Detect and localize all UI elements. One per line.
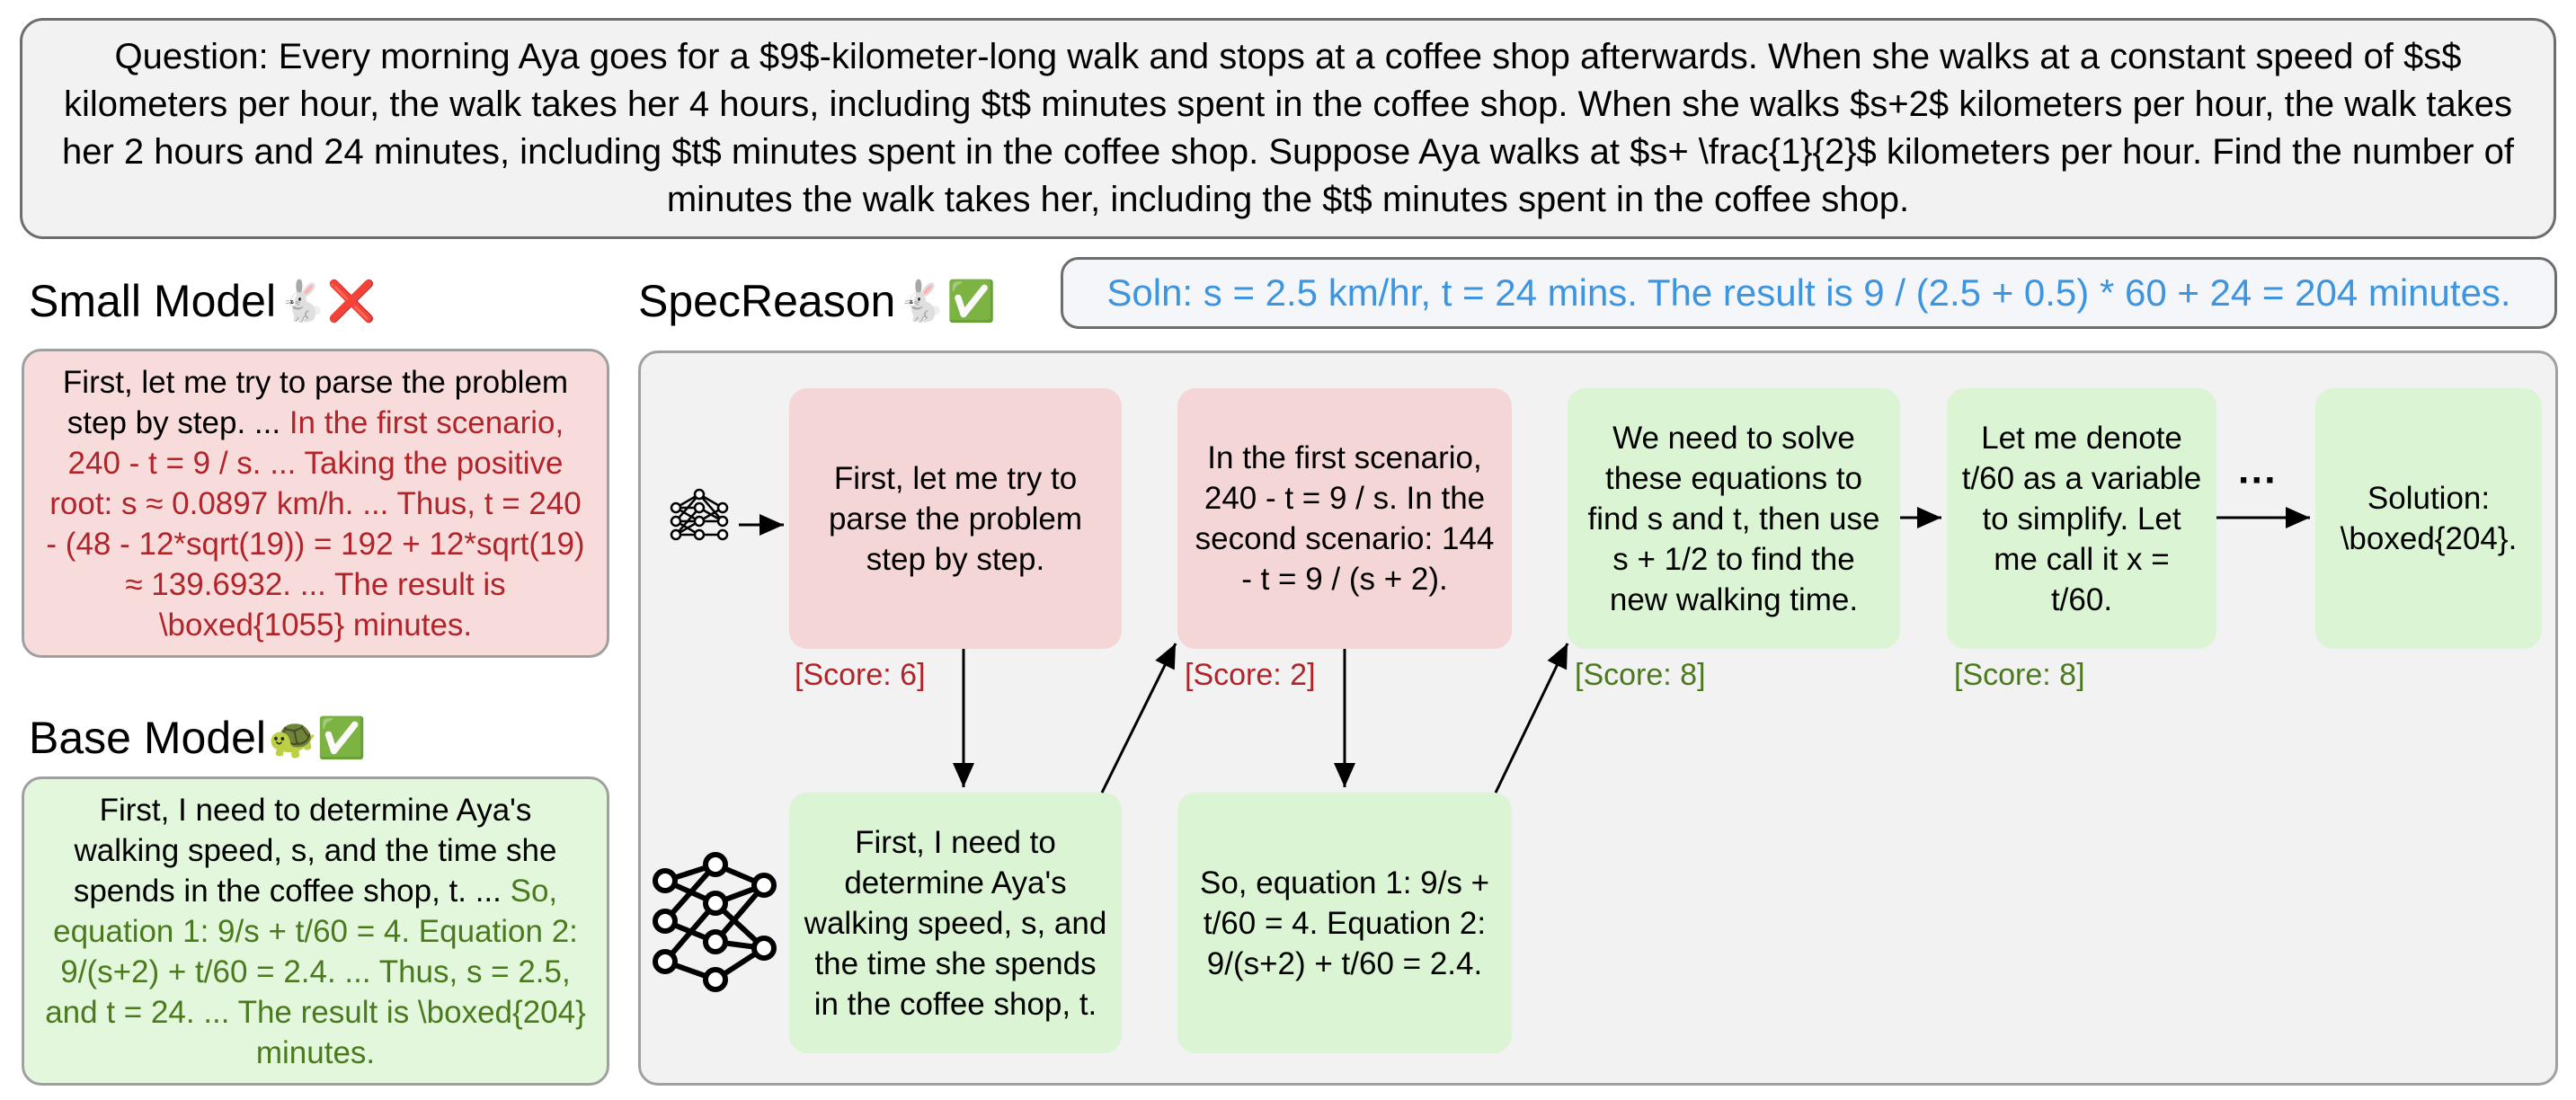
specreason-title: SpecReason <box>638 276 896 326</box>
small-model-box: First, let me try to parse the problem s… <box>22 349 609 658</box>
small-step-4-text: Let me denote t/60 as a variable to simp… <box>1961 420 2202 617</box>
small-model-network-icon <box>670 488 729 541</box>
small-step-node-3: We need to solve these equations to find… <box>1568 388 1900 649</box>
base-model-box: First, I need to determine Aya's walking… <box>22 776 609 1086</box>
score-label-4: [Score: 8] <box>1954 658 2085 692</box>
turtle-check-icon: 🐢✅ <box>268 715 367 761</box>
question-text: Question: Every morning Aya goes for a $… <box>61 37 2514 219</box>
base-model-heading: Base Model 🐢✅ <box>29 712 367 764</box>
base-step-node-2: So, equation 1: 9/s + t/60 = 4. Equation… <box>1177 793 1512 1053</box>
small-model-heading: Small Model 🐇❌ <box>29 275 377 327</box>
ellipsis-marker: ··· <box>2238 458 2278 502</box>
base-model-title: Base Model <box>29 713 267 763</box>
small-step-node-4: Let me denote t/60 as a variable to simp… <box>1947 388 2216 649</box>
base-model-text-plain: First, I need to determine Aya's walking… <box>73 792 557 909</box>
solution-node-text: Solution: \boxed{204}. <box>2340 481 2518 556</box>
small-model-output: First, let me try to parse the problem s… <box>44 362 587 645</box>
solution-node: Solution: \boxed{204}. <box>2315 388 2542 649</box>
small-model-title: Small Model <box>29 276 277 326</box>
solution-banner: Soln: s = 2.5 km/hr, t = 24 mins. The re… <box>1061 257 2557 329</box>
base-step-2-text: So, equation 1: 9/s + t/60 = 4. Equation… <box>1199 865 1490 981</box>
small-step-2-text: In the first scenario, 240 - t = 9 / s. … <box>1195 440 1495 597</box>
score-label-1: [Score: 6] <box>795 658 926 692</box>
base-step-1-text: First, I need to determine Aya's walking… <box>804 824 1107 1022</box>
base-step-node-1: First, I need to determine Aya's walking… <box>789 793 1122 1053</box>
small-model-text-plain: First, let me try to parse the problem s… <box>62 364 569 440</box>
small-model-text-highlight: In the first scenario, 240 - t = 9 / s. … <box>46 404 585 643</box>
score-label-2: [Score: 2] <box>1185 658 1316 692</box>
specreason-heading: SpecReason 🐇✅ <box>638 275 996 327</box>
rabbit-check-icon: 🐇✅ <box>897 279 996 324</box>
small-step-3-text: We need to solve these equations to find… <box>1587 420 1880 617</box>
solution-text: Soln: s = 2.5 km/hr, t = 24 mins. The re… <box>1106 271 2511 314</box>
score-label-3: [Score: 8] <box>1575 658 1706 692</box>
small-step-node-2: In the first scenario, 240 - t = 9 / s. … <box>1177 388 1512 649</box>
arrow-base1-to-node2 <box>1100 643 1177 794</box>
arrow-base2-to-node3 <box>1494 643 1569 794</box>
small-step-node-1: First, let me try to parse the problem s… <box>789 388 1122 649</box>
base-model-network-icon <box>653 852 777 992</box>
small-step-1-text: First, let me try to parse the problem s… <box>828 460 1083 577</box>
rabbit-cross-icon: 🐇❌ <box>278 279 377 324</box>
question-box: Question: Every morning Aya goes for a $… <box>20 18 2556 239</box>
base-model-text-highlight: So, equation 1: 9/s + t/60 = 4. Equation… <box>45 873 586 1070</box>
base-model-output: First, I need to determine Aya's walking… <box>44 790 587 1073</box>
